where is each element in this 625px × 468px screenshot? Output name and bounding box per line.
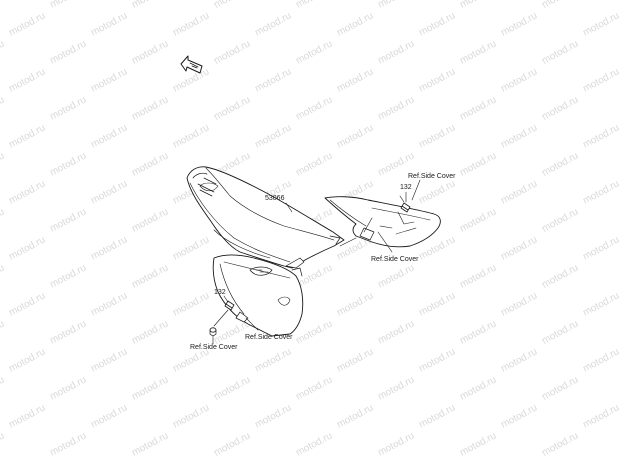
bolt-132-left — [224, 300, 235, 311]
leader-bolt-to-grommet — [213, 309, 229, 327]
leader-ref-top-right — [411, 179, 421, 201]
callout-ref-side-cover-top: Ref.Side Cover — [408, 173, 456, 180]
callout-132-left: 132 — [214, 289, 226, 296]
grommet-left — [209, 327, 217, 336]
leader-ref-right-seat — [339, 237, 357, 247]
callout-ref-side-cover-left: Ref.Side Cover — [190, 344, 238, 351]
arrow-front-icon — [180, 55, 203, 74]
leader-ref-center — [245, 317, 259, 331]
bolt-132-right — [400, 191, 411, 213]
seat — [186, 166, 345, 269]
callout-132-right: 132 — [400, 184, 412, 191]
callout-53066: 53066 — [265, 195, 285, 202]
leader-ref-right — [363, 217, 373, 233]
callout-ref-side-cover-center: Ref.Side Cover — [245, 334, 293, 341]
left-side-cover — [212, 254, 304, 337]
callout-ref-side-cover-right: Ref.Side Cover — [371, 256, 419, 263]
leader-seat — [285, 202, 293, 213]
leader-bolt-right — [399, 195, 405, 203]
leader-ref-right-bottom — [377, 231, 393, 253]
leader-bolt-left — [223, 295, 229, 303]
right-side-cover — [324, 196, 441, 248]
